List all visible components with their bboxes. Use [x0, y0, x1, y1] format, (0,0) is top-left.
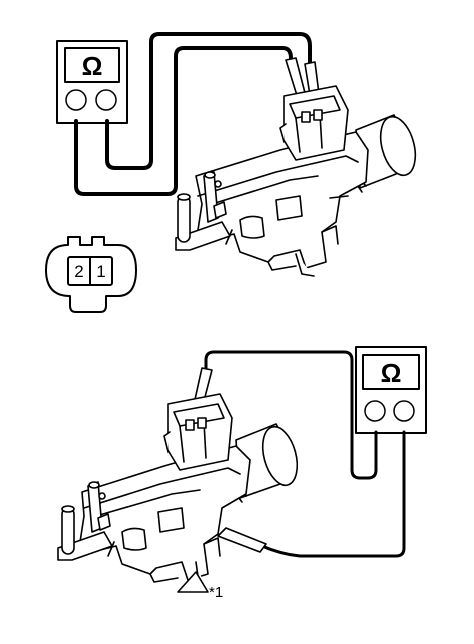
- connector-pin-1-label: 1: [96, 262, 105, 281]
- bottom-solenoid-coil: [223, 423, 299, 503]
- bottom-valve-body: [79, 445, 251, 583]
- top-ohmmeter-display: [64, 47, 120, 83]
- ground-terminal: [177, 561, 209, 593]
- ground-terminal-tab: [177, 571, 209, 593]
- top-connector-socket: [279, 85, 349, 161]
- bottom-ohmmeter-display: [362, 354, 420, 390]
- bottom-ohmmeter: Ω: [355, 346, 427, 434]
- connector-outline: [45, 236, 137, 313]
- top-test-lead-b: [74, 46, 293, 196]
- top-ohmmeter: Ω: [56, 40, 128, 124]
- top-ohmmeter-jack-right: [95, 89, 117, 111]
- connector-pin-view: 2 1: [45, 236, 137, 313]
- top-ohmmeter-symbol: Ω: [82, 51, 103, 81]
- top-test-lead-a: [105, 32, 312, 170]
- bottom-connector-socket: [163, 393, 233, 471]
- bottom-test-setup: Ω: [57, 346, 427, 601]
- bottom-test-lead-b: [260, 430, 406, 558]
- bottom-test-lead-a: [204, 350, 378, 480]
- top-mounting-bracket: [175, 171, 231, 251]
- bottom-ohmmeter-jack-right: [393, 400, 415, 422]
- top-valve-body: [195, 131, 369, 277]
- connector-pin-2-label: 2: [74, 262, 83, 281]
- top-ohmmeter-jack-left: [65, 89, 87, 111]
- bottom-ohmmeter-jack-left: [364, 400, 386, 422]
- bottom-mounting-bracket: [57, 481, 113, 561]
- ground-terminal-callout: *1: [209, 584, 223, 601]
- bottom-ohmmeter-symbol: Ω: [381, 358, 402, 388]
- top-test-setup: Ω: [56, 32, 417, 277]
